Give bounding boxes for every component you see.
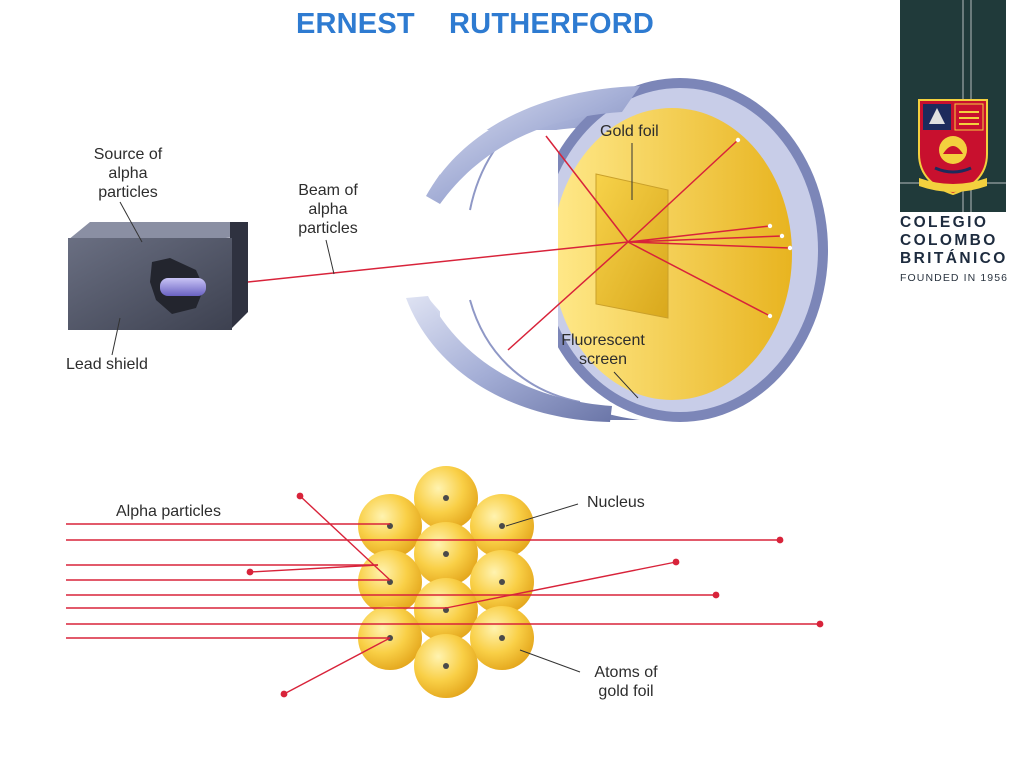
screen-flashes bbox=[735, 137, 793, 319]
nucleus-label: Nucleus bbox=[587, 494, 645, 511]
apparatus-leader-lines bbox=[111, 143, 639, 399]
lead-shield-box bbox=[68, 222, 248, 330]
school-name-line-2: COLOMBO bbox=[900, 232, 998, 249]
alpha-particles-label: Alpha particles bbox=[116, 503, 221, 520]
school-crest-icon bbox=[918, 99, 988, 196]
page-title: ERNEST RUTHERFORD bbox=[295, 8, 655, 40]
gold-foil-label: Gold foil bbox=[600, 123, 659, 140]
gold-foil bbox=[595, 173, 669, 319]
atom-leader-lines bbox=[505, 503, 581, 673]
rutherford-diagram bbox=[66, 78, 828, 698]
founded-text: FOUNDED IN 1956 bbox=[900, 272, 1009, 284]
alpha-particle-paths bbox=[66, 495, 820, 695]
fluorescent-screen-label: Fluorescent screen bbox=[561, 332, 645, 368]
school-name-line-3: BRITÁNICO bbox=[900, 250, 1008, 267]
lead-shield-label: Lead shield bbox=[66, 356, 148, 373]
source-label: Source of alpha particles bbox=[93, 146, 163, 201]
school-sidebar bbox=[900, 0, 1024, 768]
alpha-particle-dots bbox=[246, 492, 824, 698]
alpha-beam-rays bbox=[247, 135, 791, 351]
school-name: COLEGIO COLOMBO BRITÁNICO FOUNDED IN 195… bbox=[900, 214, 1024, 284]
atoms-of-gold-foil-label: Atoms of gold foil bbox=[594, 664, 658, 700]
beam-label: Beam of alpha particles bbox=[298, 182, 358, 237]
school-name-line-1: COLEGIO bbox=[900, 214, 989, 231]
